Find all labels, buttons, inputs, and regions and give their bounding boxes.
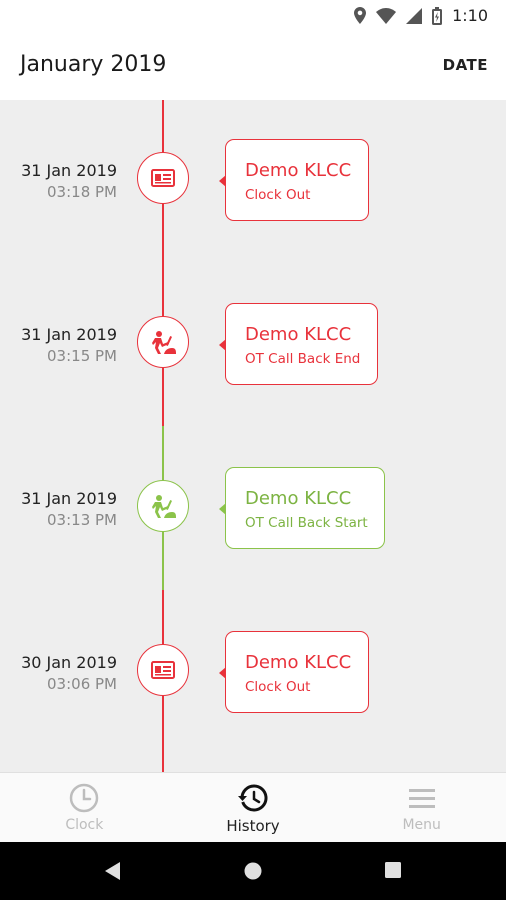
entry-node [137, 316, 189, 368]
entry-location: Demo KLCC [245, 652, 352, 673]
bottom-nav: Clock History Menu [0, 772, 506, 842]
id-card-icon [151, 169, 175, 187]
timeline-entry: 31 Jan 2019 03:18 PM Demo KLCC Clock Out [0, 139, 506, 221]
card-pointer [219, 339, 226, 351]
entry-time: 03:06 PM [47, 675, 117, 693]
timeline-entry: 31 Jan 2019 03:13 PM Demo KLCC OT Call B… [0, 467, 506, 549]
signal-icon [406, 7, 423, 24]
history-timeline[interactable]: 31 Jan 2019 03:18 PM Demo KLCC Clock Out… [0, 100, 506, 772]
card-pointer [219, 503, 226, 515]
entry-date: 31 Jan 2019 [21, 325, 117, 344]
nav-history-label: History [226, 817, 280, 835]
entry-location: Demo KLCC [245, 488, 352, 509]
timeline-line [162, 426, 164, 480]
entry-card[interactable]: Demo KLCC Clock Out [219, 139, 369, 221]
nav-history[interactable]: History [169, 773, 338, 842]
nav-clock[interactable]: Clock [0, 773, 169, 842]
page-title: January 2019 [20, 52, 167, 77]
location-icon [354, 6, 367, 24]
nav-menu-label: Menu [402, 817, 441, 833]
status-time: 1:10 [452, 6, 488, 25]
timeline-line [162, 204, 164, 316]
timeline-line [162, 368, 164, 426]
entry-action: Clock Out [245, 187, 311, 203]
status-icons: 1:10 [354, 6, 488, 25]
entry-date: 31 Jan 2019 [21, 161, 117, 180]
nav-clock-label: Clock [65, 817, 104, 833]
entry-card[interactable]: Demo KLCC Clock Out [219, 631, 369, 713]
home-icon[interactable] [244, 862, 262, 880]
entry-card[interactable]: Demo KLCC OT Call Back Start [219, 467, 385, 549]
card-pointer [219, 667, 226, 679]
nav-menu[interactable]: Menu [337, 773, 506, 842]
status-bar: 1:10 [0, 0, 506, 32]
worker-icon [152, 331, 176, 354]
entry-node [137, 152, 189, 204]
entry-location: Demo KLCC [245, 160, 352, 181]
entry-location: Demo KLCC [245, 324, 352, 345]
entry-node [137, 480, 189, 532]
entry-time: 03:13 PM [47, 511, 117, 529]
id-card-icon [151, 661, 175, 679]
entry-node [137, 644, 189, 696]
entry-action: Clock Out [245, 679, 311, 695]
timeline-line [162, 590, 164, 644]
history-icon [238, 784, 268, 812]
timeline-line [162, 100, 164, 152]
timeline-entry: 30 Jan 2019 03:06 PM Demo KLCC Clock Out [0, 631, 506, 713]
entry-time: 03:15 PM [47, 347, 117, 365]
entry-date: 31 Jan 2019 [21, 489, 117, 508]
entry-date: 30 Jan 2019 [21, 653, 117, 672]
worker-icon [152, 495, 176, 518]
clock-icon [70, 783, 99, 813]
timeline-line [162, 696, 164, 772]
back-icon[interactable] [105, 862, 121, 880]
wifi-icon [376, 7, 397, 24]
entry-card[interactable]: Demo KLCC OT Call Back End [219, 303, 378, 385]
card-pointer [219, 175, 226, 187]
timeline-line [162, 532, 164, 590]
menu-icon [408, 789, 435, 808]
entry-time: 03:18 PM [47, 183, 117, 201]
recents-icon[interactable] [385, 862, 401, 878]
system-nav-bar [0, 842, 506, 900]
battery-icon [432, 6, 443, 25]
date-button[interactable]: DATE [442, 56, 488, 74]
timeline-entry: 31 Jan 2019 03:15 PM Demo KLCC OT Call B… [0, 303, 506, 385]
app-bar: January 2019 DATE [0, 32, 506, 100]
entry-action: OT Call Back End [245, 351, 361, 367]
entry-action: OT Call Back Start [245, 515, 368, 531]
